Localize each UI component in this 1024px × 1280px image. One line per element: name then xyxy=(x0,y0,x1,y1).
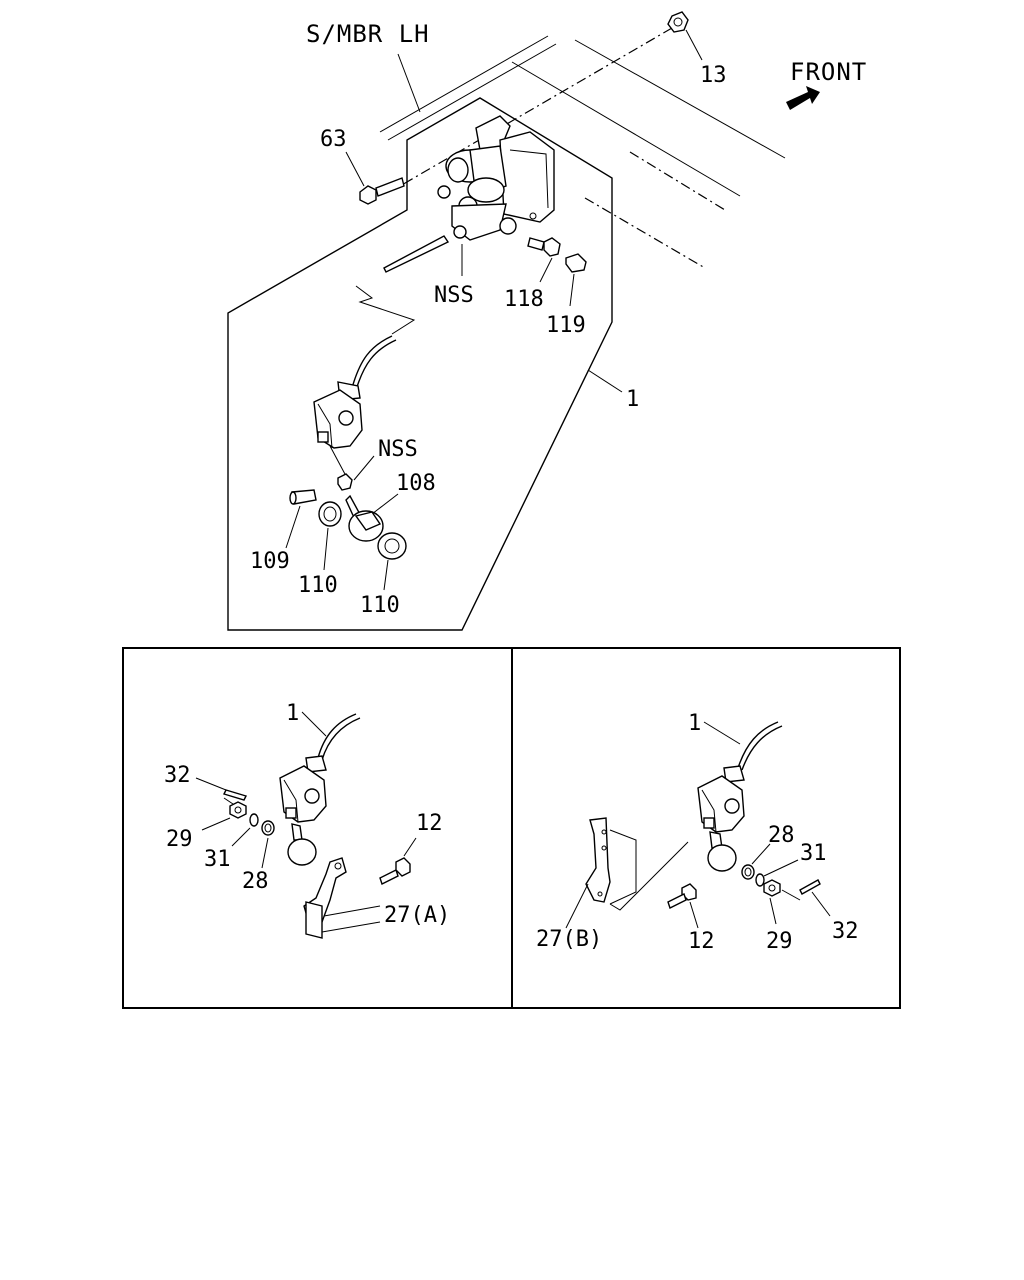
actuator-assembly-icon xyxy=(437,115,555,241)
upper-assembly: 13 S/MBR LH FRONT 63 xyxy=(227,11,867,631)
right-sensor-cable xyxy=(737,721,783,771)
right-label-32: 32 xyxy=(832,919,859,944)
height-sensor-icon xyxy=(313,381,363,449)
left-label-27a: 27(A) xyxy=(384,903,450,928)
right-washer-31-icon xyxy=(755,873,765,887)
side-member-lines xyxy=(379,35,786,197)
left-label-32: 32 xyxy=(164,763,191,788)
bushing-110-a-icon xyxy=(318,501,342,527)
part-label-119: 119 xyxy=(546,313,586,338)
left-label-28: 28 xyxy=(242,869,269,894)
nss-label-mid: NSS xyxy=(378,437,418,462)
nss-label-top: NSS xyxy=(434,283,474,308)
ball-joint-108-icon xyxy=(348,510,384,542)
left-ball-joint-icon xyxy=(287,823,317,866)
right-label-12: 12 xyxy=(688,929,715,954)
part-label-13: 13 xyxy=(700,63,727,88)
nut-13-icon xyxy=(667,11,689,33)
right-label-29: 29 xyxy=(766,929,793,954)
left-height-sensor-icon xyxy=(279,755,327,823)
right-label-31: 31 xyxy=(800,841,827,866)
side-member-label: S/MBR LH xyxy=(306,20,430,48)
cap-119-icon xyxy=(565,253,587,273)
kit-boundary xyxy=(227,97,613,631)
right-nut-29-icon xyxy=(763,879,781,897)
right-bracket-27b-icon xyxy=(585,817,611,903)
part-label-109: 109 xyxy=(250,549,290,574)
bolt-118-icon xyxy=(527,237,561,257)
right-height-sensor-icon xyxy=(697,765,745,833)
right-label-27b: 27(B) xyxy=(536,927,602,952)
left-label-12: 12 xyxy=(416,811,443,836)
panel-variant-b: 1 27(B) 12 xyxy=(536,711,859,954)
part-label-110-b: 110 xyxy=(360,593,400,618)
bushing-110-b-icon xyxy=(377,532,407,560)
right-bolt-12-icon xyxy=(667,883,697,909)
front-arrow-icon xyxy=(786,86,820,110)
panel-variant-a: 1 32 29 31 xyxy=(164,701,450,939)
left-washer-31-icon xyxy=(249,813,259,827)
left-label-1: 1 xyxy=(286,701,299,726)
left-sensor-cable xyxy=(317,713,361,761)
control-rod xyxy=(383,235,450,273)
right-washer-28-icon xyxy=(741,864,755,880)
pin-109-icon xyxy=(289,489,317,505)
part-label-63: 63 xyxy=(320,127,347,152)
left-label-31: 31 xyxy=(204,847,231,872)
part-label-108: 108 xyxy=(396,471,436,496)
nss-nut-icon xyxy=(337,473,353,491)
left-bracket-27a-icon xyxy=(303,857,347,939)
left-washer-28-icon xyxy=(261,820,275,836)
right-label-28: 28 xyxy=(768,823,795,848)
side-member-dashes xyxy=(584,151,726,269)
bolt-axis-line xyxy=(399,27,673,187)
left-label-29: 29 xyxy=(166,827,193,852)
right-cotter-pin-32-icon xyxy=(781,879,821,901)
right-ball-joint-icon xyxy=(707,831,737,872)
bolt-63-icon xyxy=(359,177,405,205)
part-label-1-main: 1 xyxy=(626,387,639,412)
part-label-110-a: 110 xyxy=(298,573,338,598)
left-nut-29-icon xyxy=(229,801,247,819)
front-label: FRONT xyxy=(790,58,867,86)
part-label-118: 118 xyxy=(504,287,544,312)
right-label-1: 1 xyxy=(688,711,701,736)
left-bolt-12-icon xyxy=(379,857,411,885)
sensor-cable xyxy=(351,335,397,391)
